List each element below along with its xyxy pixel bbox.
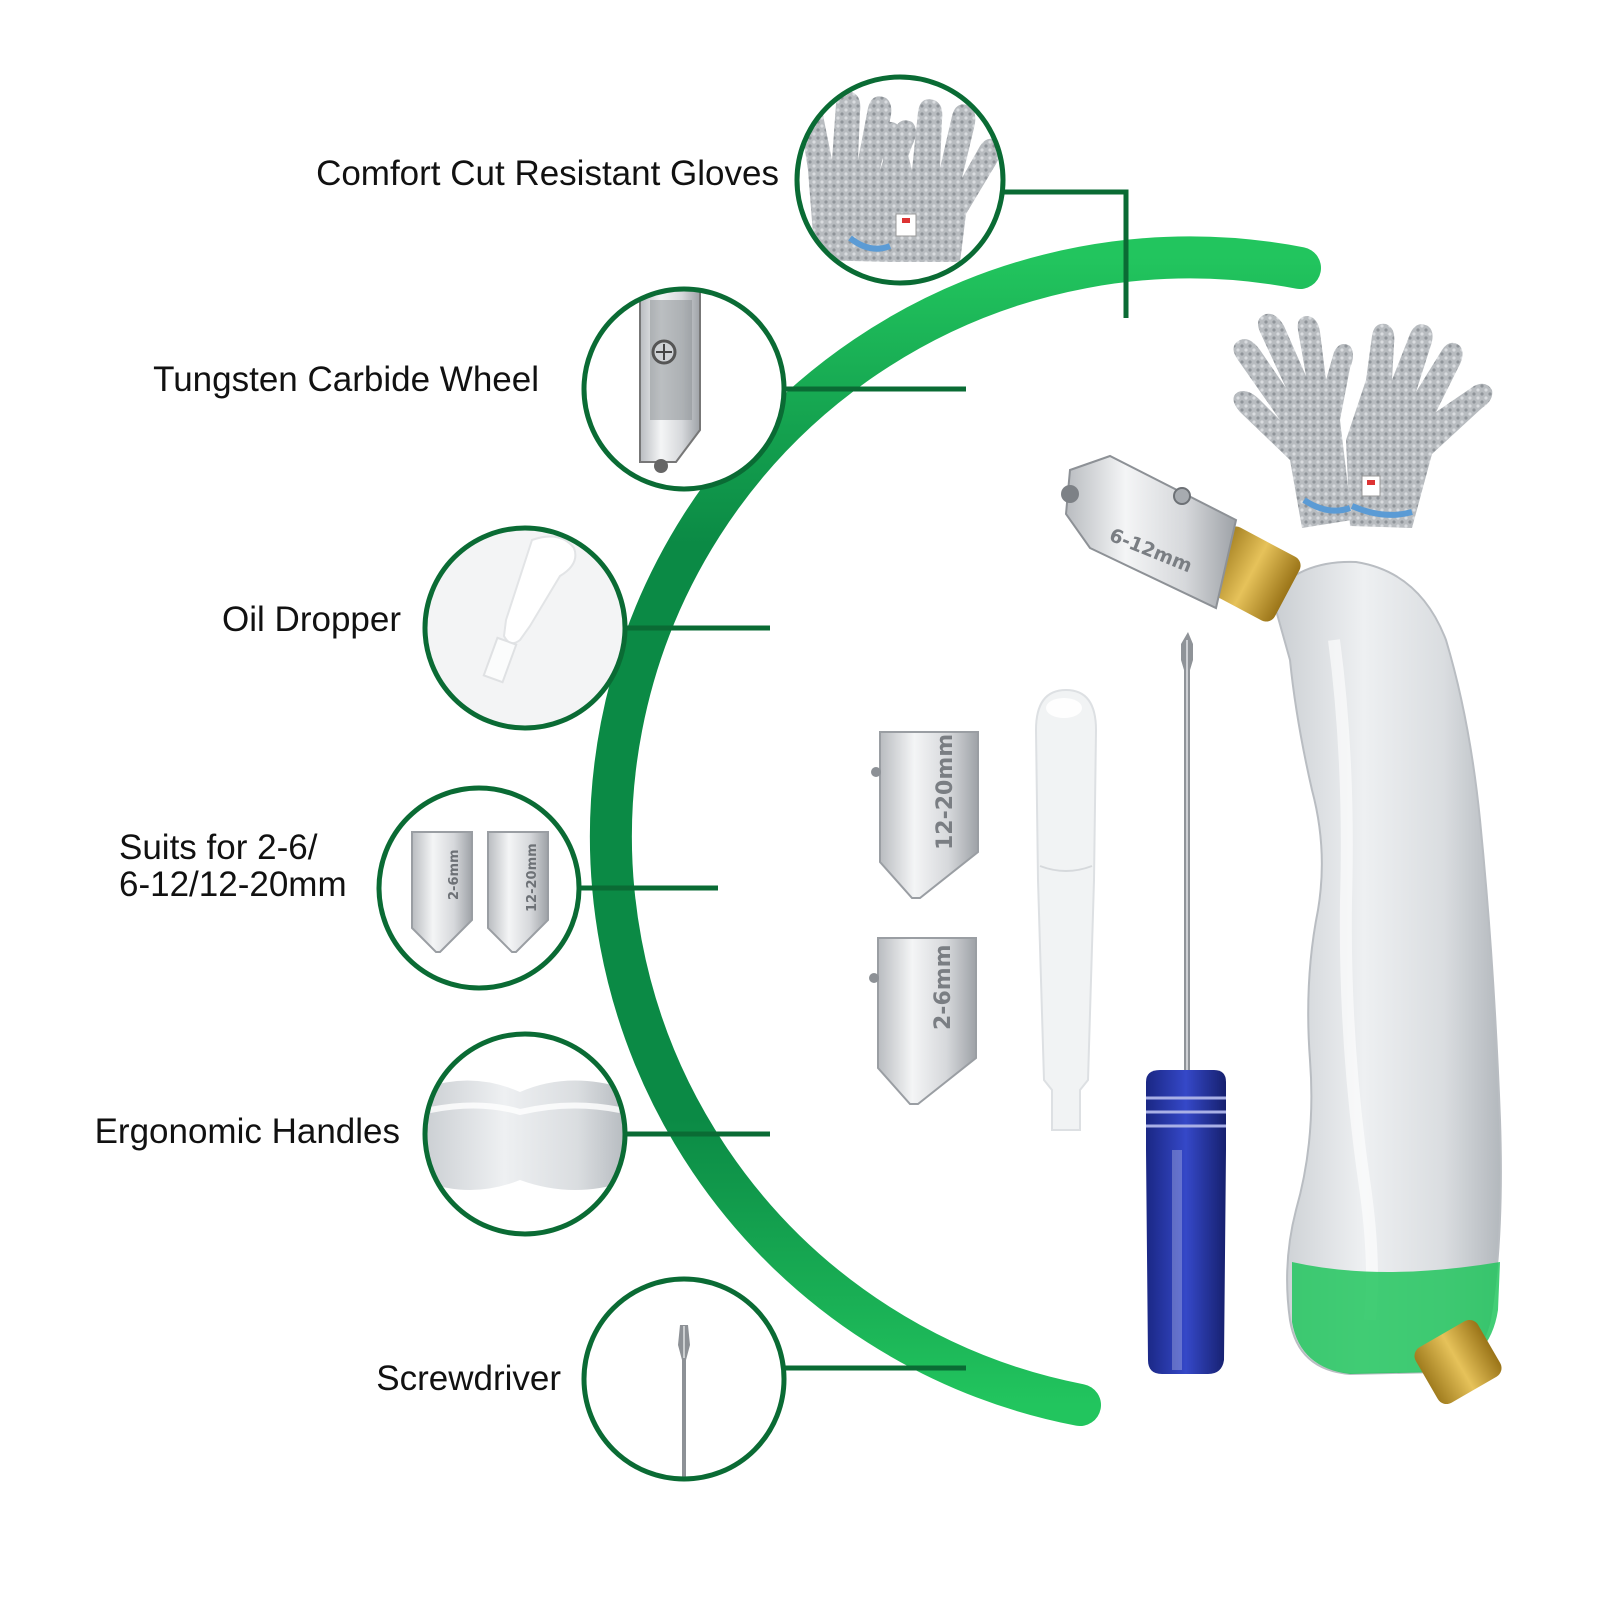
product-screwdriver <box>1146 632 1226 1374</box>
thumb-blade-small-mark: 2-6mm <box>447 849 462 900</box>
product-oil-dropper <box>1034 688 1098 1131</box>
screwdriver-icon <box>581 1276 787 1482</box>
product-gloves <box>1233 313 1493 528</box>
label-blade-sizes-line2: 6-12/12-20mm <box>119 864 347 904</box>
product-blade-12-20: 12-20mm <box>871 731 979 899</box>
label-blade-sizes-line1: Suits for 2-6/ <box>119 828 318 867</box>
handle-icon <box>422 1031 628 1237</box>
connector-lines <box>579 189 1129 1371</box>
green-arc <box>589 236 1321 1426</box>
blade-a-mark: 12-20mm <box>933 734 958 850</box>
product-blade-2-6: 2-6mm <box>869 937 977 1105</box>
cutting-heads-icon: 2-6mm 12-20mm <box>376 785 582 991</box>
product-glass-cutter: 6-12mm <box>1061 454 1502 1405</box>
thumb-blade-large-mark: 12-20mm <box>525 843 540 912</box>
label-blade-sizes: Suits for 2-6/ 6-12/12-20mm <box>119 828 347 904</box>
label-ergonomic-handles: Ergonomic Handles <box>94 1112 400 1151</box>
oil-dropper-icon <box>422 525 628 731</box>
label-carbide-wheel: Tungsten Carbide Wheel <box>153 360 539 399</box>
gloves-icon <box>794 74 1006 286</box>
label-gloves: Comfort Cut Resistant Gloves <box>316 154 779 193</box>
label-oil-dropper: Oil Dropper <box>222 600 401 639</box>
carbide-wheel-icon <box>581 286 787 492</box>
label-screwdriver: Screwdriver <box>376 1359 561 1398</box>
blade-b-mark: 2-6mm <box>931 944 956 1030</box>
